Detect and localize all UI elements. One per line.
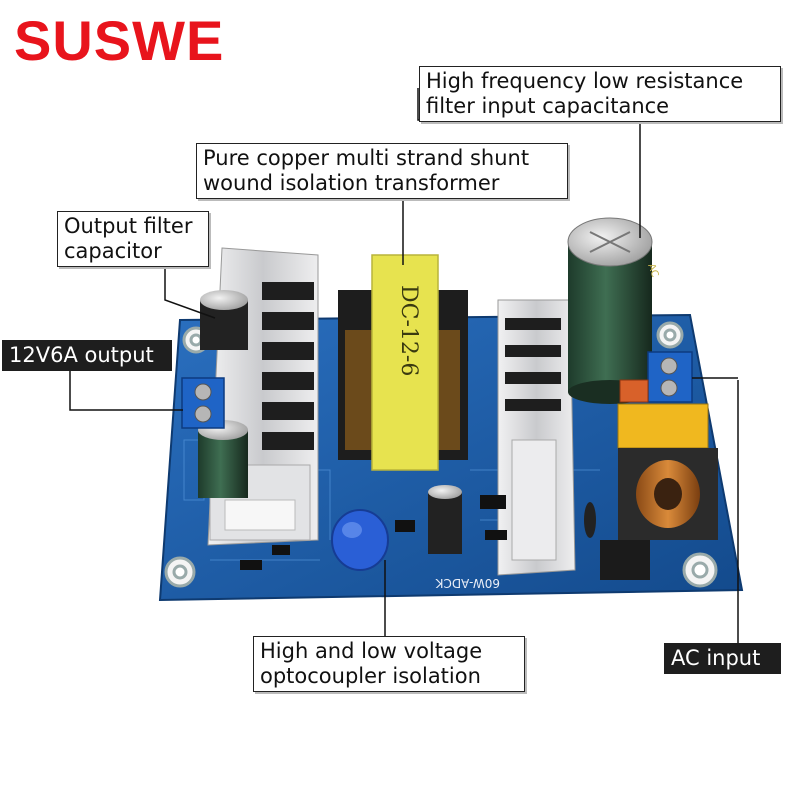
diode	[584, 502, 596, 538]
small-capacitor	[428, 485, 462, 554]
callout-ac-input: AC input	[664, 643, 781, 674]
callout-optocoupler-line2: optocoupler isolation	[260, 664, 481, 688]
callout-capacitance-line2: filter input capacitance	[426, 94, 670, 118]
output-filter-capacitor	[200, 290, 248, 350]
common-mode-choke	[618, 448, 718, 540]
output-terminal-block	[181, 377, 225, 429]
bridge-rectifier	[600, 540, 650, 580]
callout-filter-cap: Output filter capacitor	[57, 211, 209, 267]
callout-transformer-line1: Pure copper multi strand shunt	[203, 146, 530, 170]
x-capacitor	[617, 403, 709, 449]
cap-marking: AC	[645, 262, 660, 279]
transformer-marking: DC-12-6	[396, 285, 421, 376]
ac-input-terminal	[647, 351, 693, 403]
transformer: DC-12-6	[338, 254, 468, 471]
brand-logo: SUSWE	[14, 9, 225, 72]
callout-filter-cap-line2: capacitor	[64, 239, 162, 263]
y-capacitor	[331, 509, 389, 571]
callout-transformer: Pure copper multi strand shunt wound iso…	[196, 143, 568, 199]
board-marking: 60W-ADCK	[434, 576, 500, 590]
callout-capacitance: High frequency low resistance filter inp…	[419, 66, 781, 122]
callout-optocoupler-line1: High and low voltage	[260, 639, 483, 663]
callout-optocoupler: High and low voltage optocoupler isolati…	[253, 636, 525, 692]
input-capacitor: AC	[567, 217, 660, 404]
callout-output-label: 12V6A output	[9, 343, 154, 367]
callout-output: 12V6A output	[2, 340, 172, 371]
callout-ac-input-label: AC input	[671, 646, 761, 670]
callout-filter-cap-line1: Output filter	[64, 214, 193, 238]
callout-transformer-line2: wound isolation transformer	[203, 171, 500, 195]
fuse	[619, 379, 649, 403]
right-heatsink	[497, 299, 576, 576]
callout-capacitance-line1: High frequency low resistance	[426, 69, 744, 93]
lower-capacitor	[198, 420, 248, 498]
